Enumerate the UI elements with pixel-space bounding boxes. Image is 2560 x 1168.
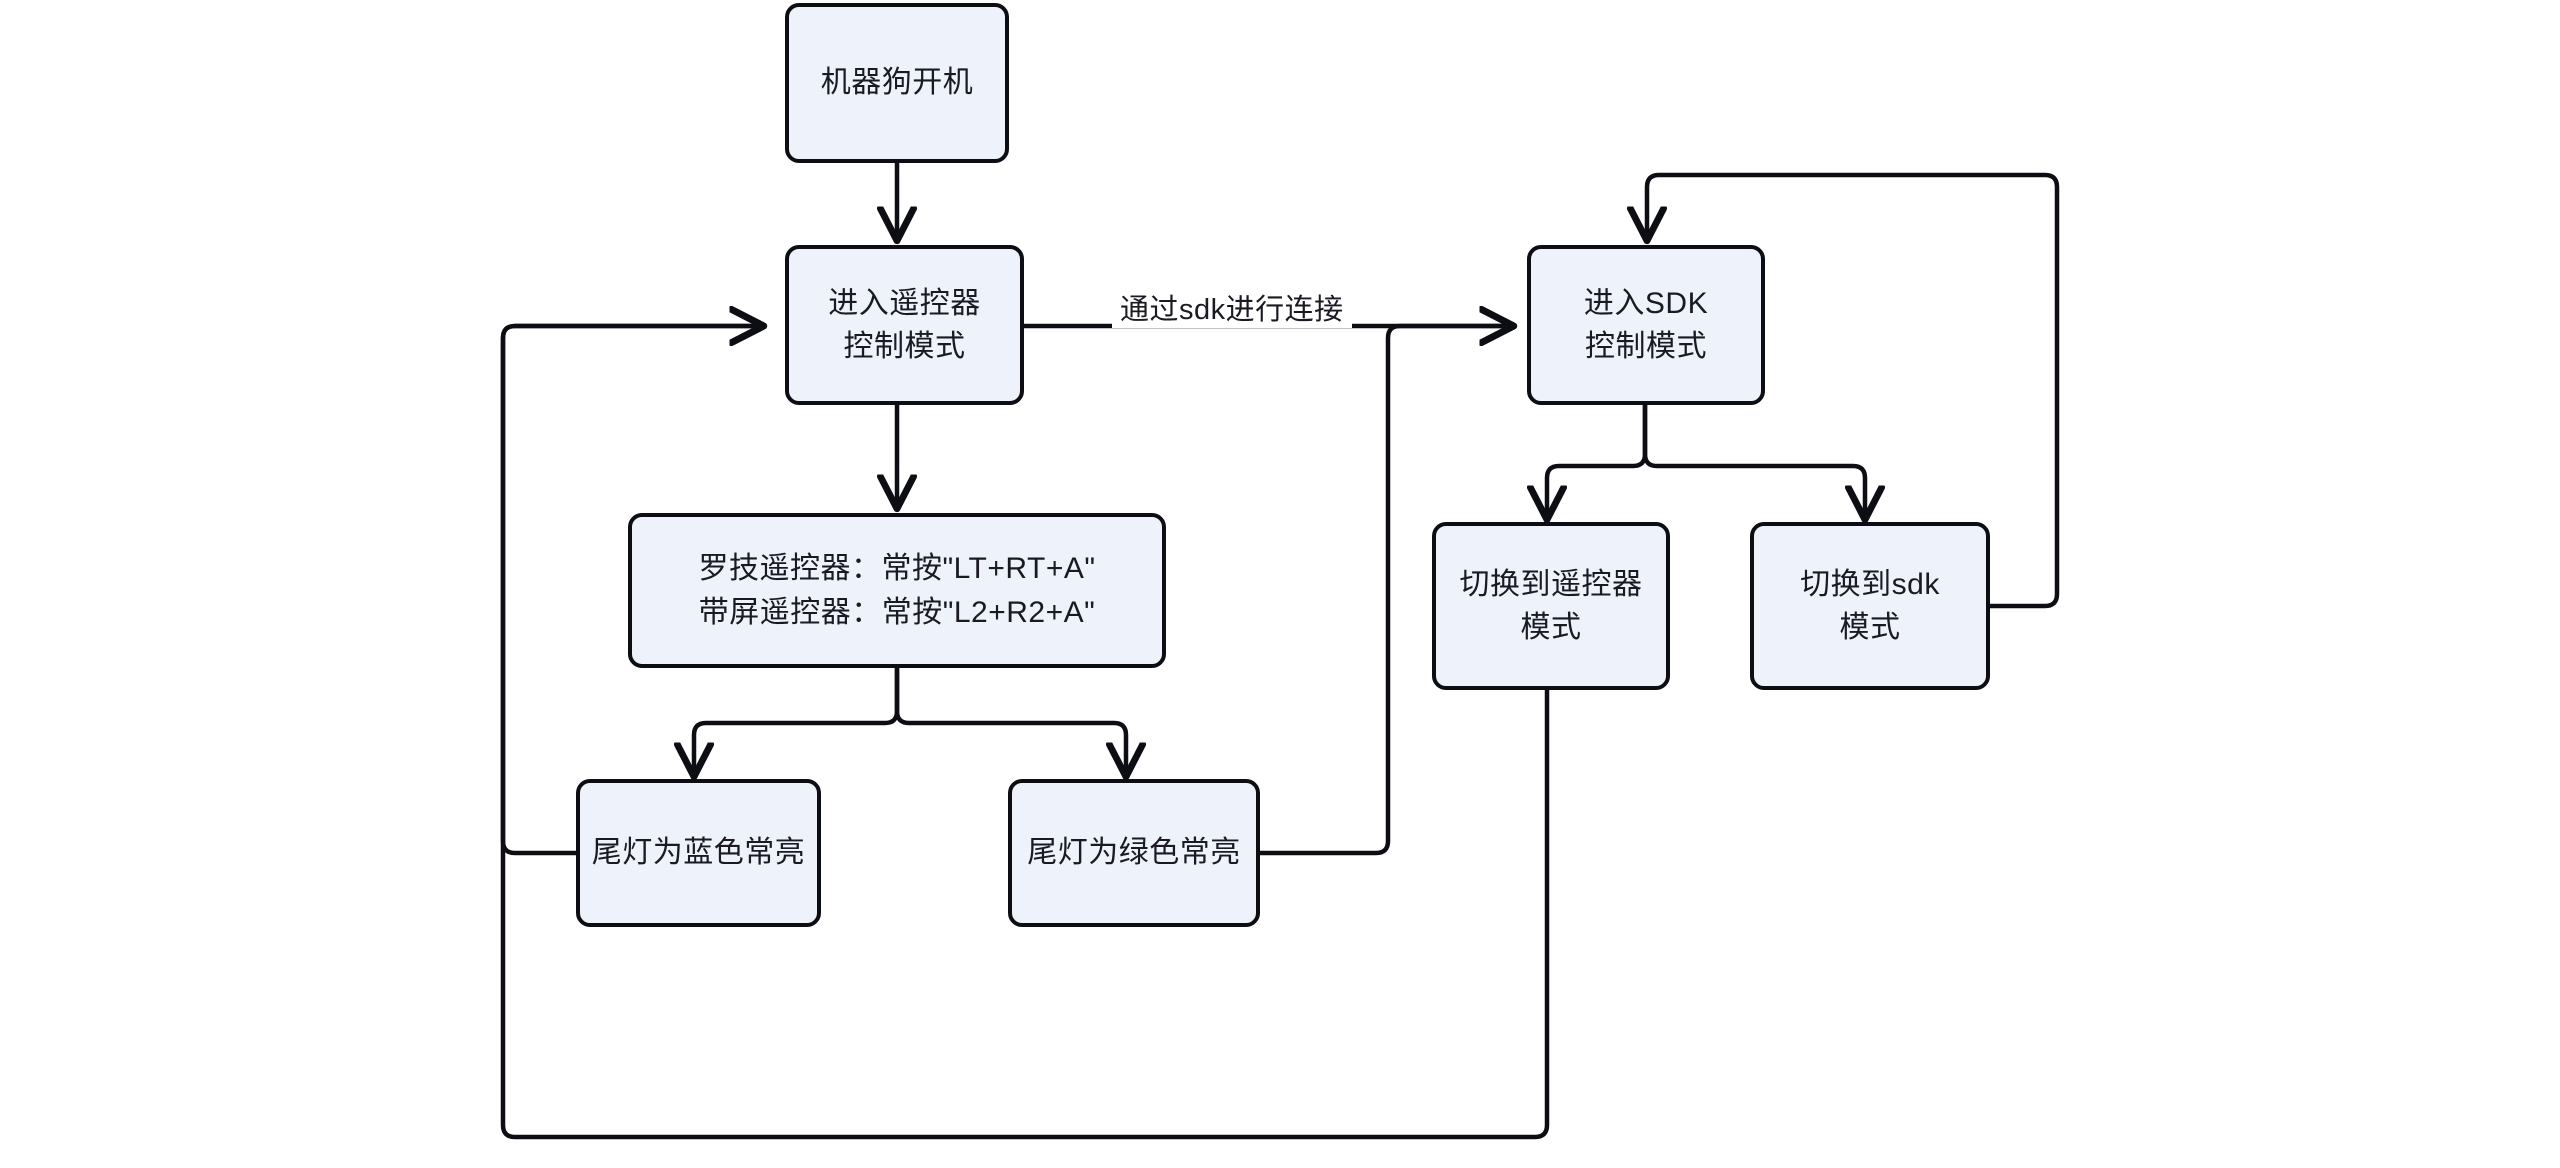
node-sdk-control-mode[interactable]: 进入SDK 控制模式 bbox=[1527, 245, 1765, 405]
node-switch-to-sdk-mode-label: 切换到sdk 模式 bbox=[1800, 567, 1940, 645]
edge-sdk-mode-to-switch-remote bbox=[1547, 405, 1648, 518]
edge-switch-sdk-to-sdk-mode bbox=[1647, 172, 2060, 609]
edge-key-combo-to-tail-green bbox=[894, 668, 1126, 775]
node-tail-light-blue-label: 尾灯为蓝色常亮 bbox=[591, 836, 806, 870]
node-switch-to-remote-mode-label: 切换到遥控器 模式 bbox=[1459, 567, 1643, 645]
edge-sdk-mode-to-switch-sdk bbox=[1642, 405, 1865, 518]
edge-tail-green-to-sdk-mode bbox=[1260, 326, 1512, 856]
edge-label-sdk-connect: 通过sdk进行连接 bbox=[1112, 286, 1352, 328]
node-power-on-label: 机器狗开机 bbox=[820, 66, 974, 100]
node-tail-light-blue[interactable]: 尾灯为蓝色常亮 bbox=[576, 779, 821, 927]
node-key-combination[interactable]: 罗技遥控器：常按"LT+RT+A" 带屏遥控器：常按"L2+R2+A" bbox=[628, 513, 1166, 668]
node-tail-light-green-label: 尾灯为绿色常亮 bbox=[1027, 836, 1241, 870]
node-tail-light-green[interactable]: 尾灯为绿色常亮 bbox=[1008, 779, 1260, 927]
edge-key-combo-to-tail-blue bbox=[694, 668, 900, 775]
node-remote-control-mode-label: 进入遥控器 控制模式 bbox=[828, 286, 981, 364]
node-remote-control-mode[interactable]: 进入遥控器 控制模式 bbox=[785, 245, 1024, 405]
node-key-combination-label: 罗技遥控器：常按"LT+RT+A" 带屏遥控器：常按"L2+R2+A" bbox=[698, 552, 1096, 629]
node-sdk-control-mode-label: 进入SDK 控制模式 bbox=[1583, 286, 1709, 364]
node-power-on[interactable]: 机器狗开机 bbox=[785, 3, 1009, 163]
edge-switch-remote-to-remote-mode bbox=[500, 326, 1550, 1140]
node-switch-to-sdk-mode[interactable]: 切换到sdk 模式 bbox=[1750, 522, 1990, 690]
node-switch-to-remote-mode[interactable]: 切换到遥控器 模式 bbox=[1432, 522, 1670, 690]
